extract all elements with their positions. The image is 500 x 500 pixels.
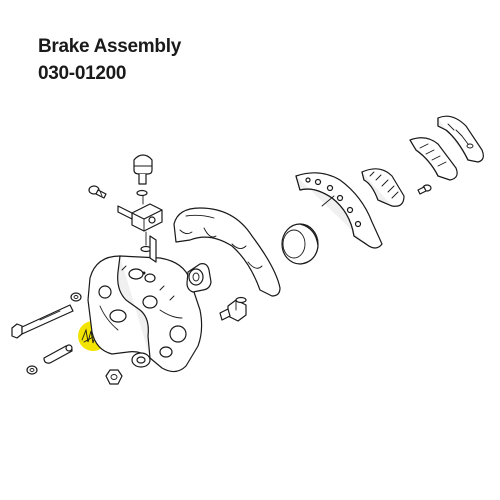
long-bolt-washer (70, 292, 82, 302)
diagram-title: Brake Assembly (38, 36, 181, 57)
brake-pad-2[interactable] (361, 168, 405, 207)
caliper-housing[interactable] (87, 235, 203, 373)
small-screw-left[interactable] (88, 185, 107, 199)
piston[interactable] (281, 223, 319, 265)
title-block: Brake Assembly 030-01200 (38, 33, 181, 87)
long-bolt[interactable] (11, 304, 74, 339)
caliper-washer (131, 352, 151, 368)
rivet[interactable] (417, 184, 432, 195)
adjuster-block[interactable] (117, 203, 163, 232)
backing-plate[interactable] (173, 207, 281, 297)
small-nut[interactable] (26, 365, 38, 375)
part-number: 030-01200 (38, 63, 127, 84)
brake-pad-lining[interactable] (295, 172, 383, 249)
brake-pad-3[interactable] (409, 137, 458, 181)
brake-pad-4[interactable] (437, 115, 484, 163)
top-bolt[interactable] (133, 154, 153, 185)
guide-pin[interactable] (219, 296, 247, 322)
top-washer-1 (136, 189, 148, 197)
pin[interactable] (43, 344, 73, 364)
bushing[interactable] (186, 263, 212, 293)
hex-nut[interactable] (105, 369, 123, 385)
